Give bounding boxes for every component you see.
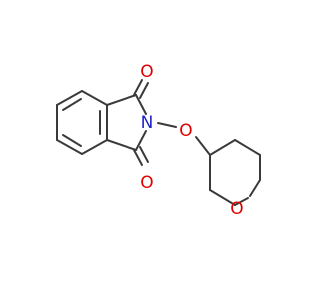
bond-carbonyl-bottom-a: [133, 149, 143, 166]
bond-c2-o-ring-lower: [249, 179, 261, 197]
atom-o-ring: O: [230, 199, 243, 219]
bond-c4-c5: [56, 139, 83, 155]
bond-inner-c2-c3: [62, 98, 82, 111]
bond-c5-c6: [81, 139, 108, 155]
bond-c4-c3: [209, 139, 236, 156]
bond-carbonyl-bottom-b: [139, 146, 149, 163]
bond-co-bottom-n: [135, 130, 147, 151]
structure-canvas: O O N O O: [56, 62, 261, 219]
molecule-diagram: O O N O O: [56, 62, 261, 219]
bond-carbonyl-top-a: [133, 79, 143, 96]
atom-o-top: O: [140, 62, 153, 82]
bond-c3-c2: [234, 139, 261, 156]
bond-carbonyl-top-b: [139, 82, 149, 99]
atom-o-link: O: [179, 121, 192, 141]
bond-c2-c3: [56, 90, 83, 106]
bond-c1-c2: [81, 90, 108, 106]
bond-co-top-n: [135, 94, 147, 115]
bond-o-link-c4: [195, 136, 211, 156]
oxane-substituent: [157, 122, 261, 206]
bond-c1-co-top: [106, 94, 137, 106]
bond-c6-co-bottom: [106, 139, 137, 151]
bond-n-o-link: [157, 122, 177, 128]
bond-inner-c4-c5: [62, 134, 82, 147]
bond-o-ring-c6: [234, 197, 249, 206]
imide-ring: [106, 79, 149, 166]
atom-o-bottom: O: [140, 173, 153, 193]
benzene-ring: [56, 90, 108, 155]
bond-c6-c5: [209, 189, 236, 206]
atom-n-imide: N: [141, 113, 154, 133]
